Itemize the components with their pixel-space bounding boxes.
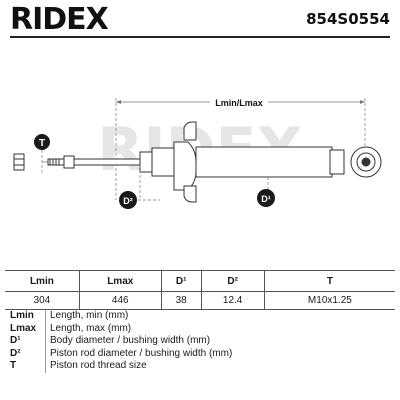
spec-value: 12.4 <box>200 291 265 310</box>
spec-value: 38 <box>160 291 202 310</box>
nut-icon <box>13 153 25 171</box>
legend-code: D¹ <box>10 335 46 348</box>
spec-header: Lmin <box>5 270 80 292</box>
legend-code: T <box>10 360 46 373</box>
legend-item: D² Piston rod diameter / bushing width (… <box>10 347 233 360</box>
legend-item: Lmin Length, min (mm) <box>10 310 232 323</box>
spec-value: 446 <box>78 291 162 310</box>
callout-d1-badge <box>257 189 275 207</box>
callout-t-badge <box>34 134 50 150</box>
lower-eye-mount <box>350 146 382 178</box>
legend-code: Lmax <box>10 322 46 335</box>
legend-desc: Piston rod thread size <box>50 360 147 371</box>
spring-seat <box>183 121 197 203</box>
spec-table: Lmin Lmax D¹ D² T 304 446 38 12.4 M10x1.… <box>5 270 395 310</box>
callout-t: T <box>39 138 45 149</box>
spec-header: Lmax <box>78 270 162 292</box>
spec-header-row: Lmin Lmax D¹ D² T <box>5 270 395 292</box>
spec-value: M10x1.25 <box>263 291 395 310</box>
legend-desc: Length, min (mm) <box>50 310 129 321</box>
spec-value: 304 <box>5 291 80 310</box>
brand-logo: RIDEX <box>10 2 109 37</box>
shock-absorber-drawing: RIDEX Lmin/Lmax <box>13 96 382 209</box>
header-divider <box>10 36 390 38</box>
spec-header: D² <box>200 270 265 292</box>
piston-rod <box>47 155 141 169</box>
body-collar <box>329 149 345 175</box>
callout-d2: D² <box>123 196 133 206</box>
callout-d1: D¹ <box>261 194 271 204</box>
spec-header: D¹ <box>160 270 202 292</box>
legend-desc: Piston rod diameter / bushing width (mm) <box>50 347 233 359</box>
legend-desc: Length, max (mm) <box>50 322 132 334</box>
dim-label: Lmin/Lmax <box>215 98 263 108</box>
part-number: 854S0554 <box>306 10 390 28</box>
legend: Lmin Length, min (mm) Lmax Length, max (… <box>10 310 232 373</box>
legend-desc: Body diameter / bushing width (mm) <box>50 335 211 346</box>
d2-dimension <box>133 165 160 201</box>
legend-item: D¹ Body diameter / bushing width (mm) <box>10 335 232 348</box>
legend-code: Lmin <box>10 310 46 323</box>
dim-label-box <box>210 96 268 109</box>
legend-code: D² <box>10 347 46 360</box>
spec-header: T <box>263 270 395 292</box>
legend-item: Lmax Length, max (mm) <box>10 322 232 335</box>
shock-body <box>195 146 333 178</box>
callout-d2-badge <box>119 191 137 209</box>
legend-item: T Piston rod thread size <box>10 360 232 373</box>
spec-value-row: 304 446 38 12.4 M10x1.25 <box>5 291 395 310</box>
